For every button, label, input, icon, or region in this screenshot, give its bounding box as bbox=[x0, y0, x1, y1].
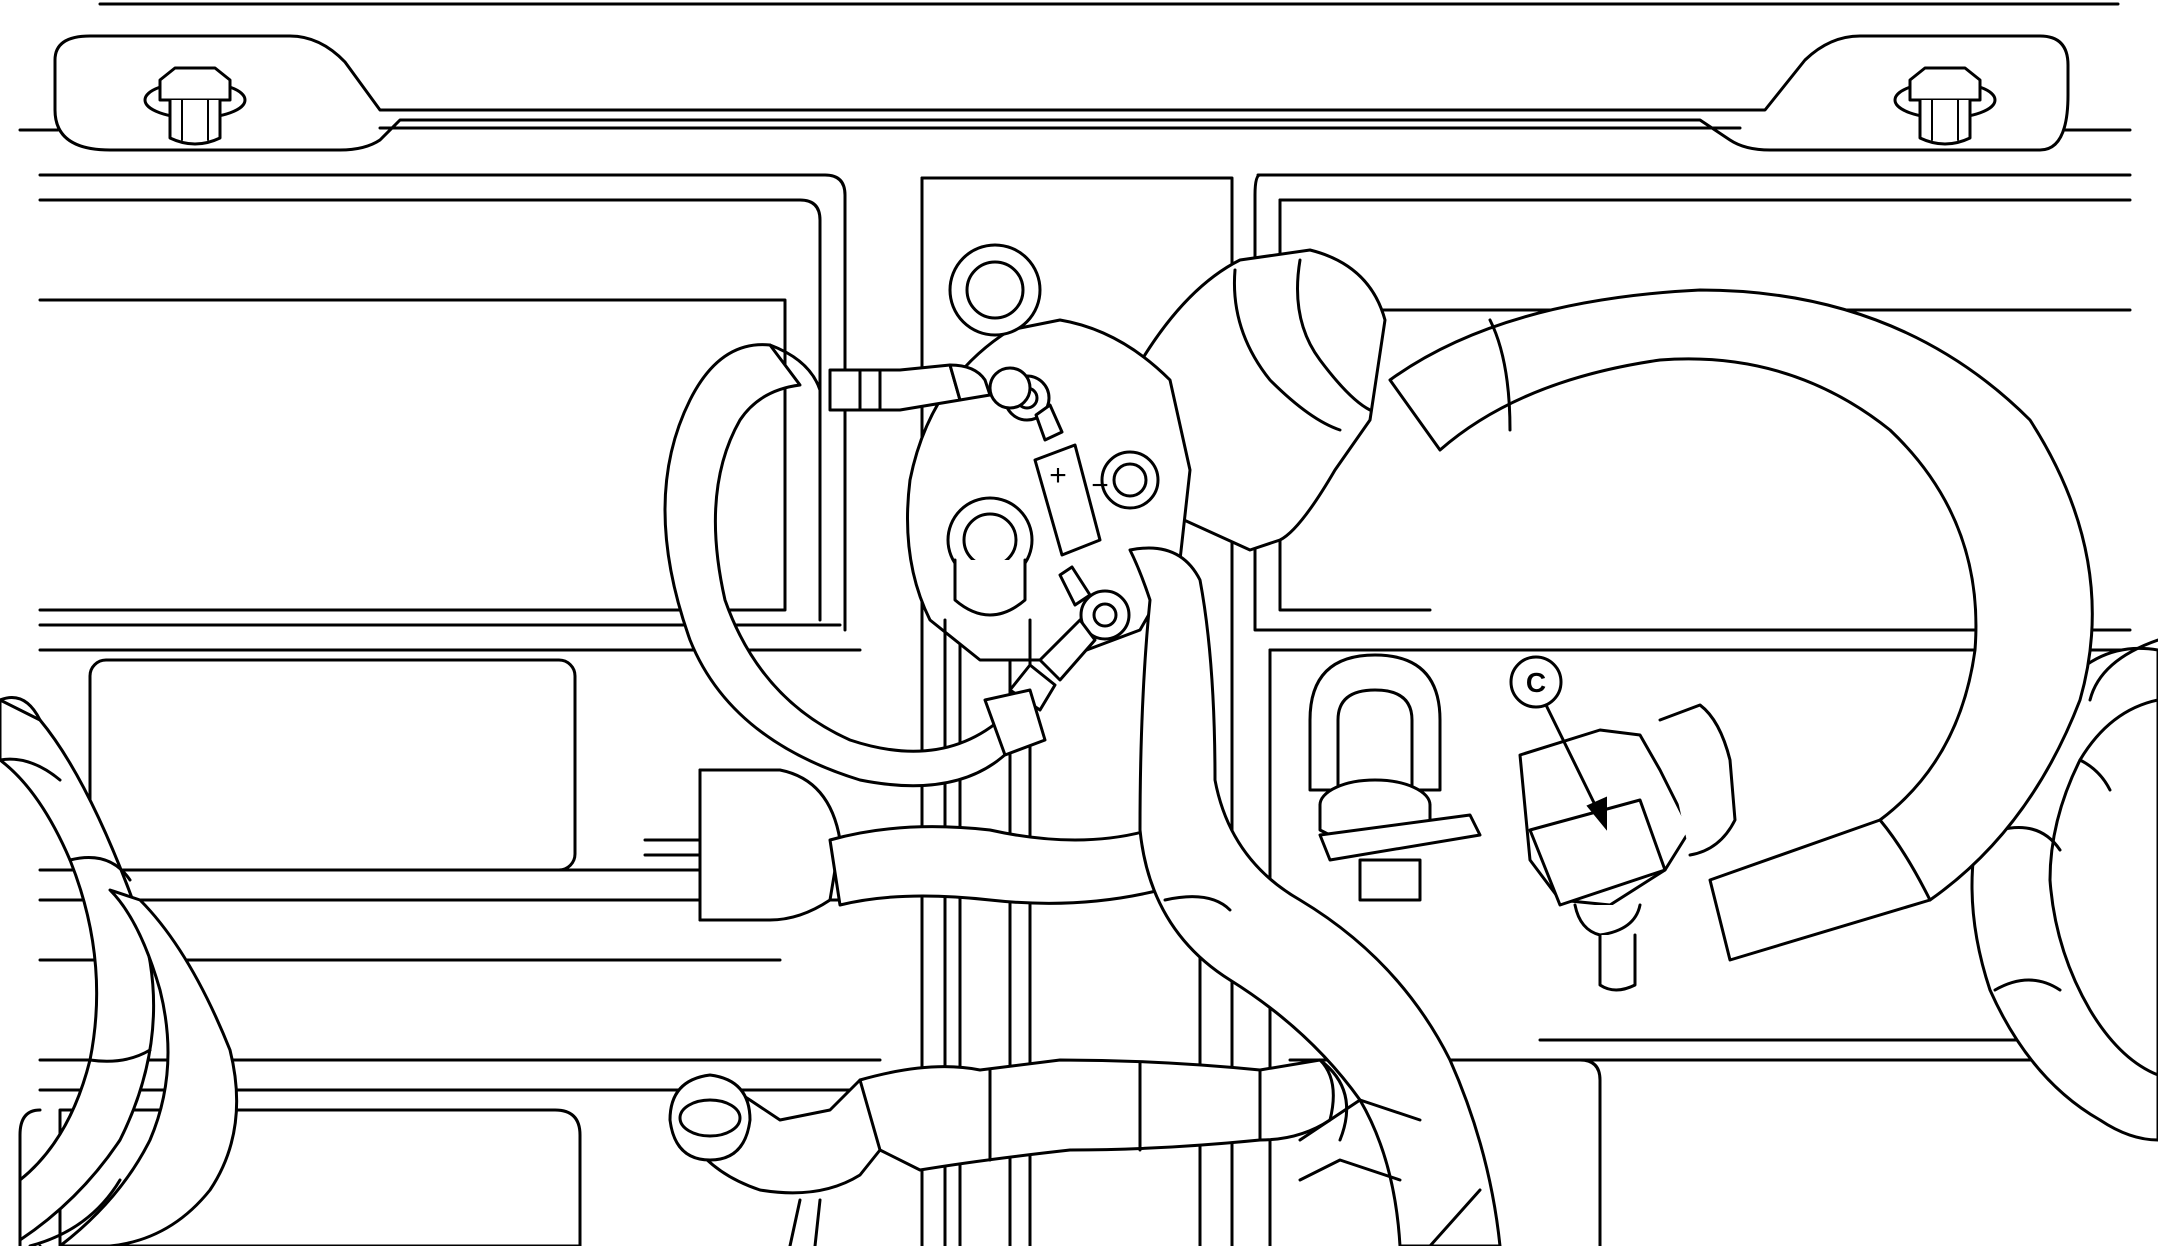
right-terminal-stud bbox=[1308, 653, 1482, 902]
lower-harness-ring-terminal bbox=[668, 1058, 1349, 1248]
callout-c-label: C bbox=[1526, 667, 1546, 698]
upper-mounting-bracket bbox=[18, 34, 2132, 152]
callout-c: C bbox=[1509, 655, 1607, 831]
battery-housing-outlines bbox=[38, 173, 2132, 1248]
right-main-harness-loop bbox=[1388, 288, 2094, 962]
sensor-connector bbox=[1518, 703, 1737, 992]
right-battery-cell-lower bbox=[1288, 1058, 1602, 1248]
sense-wire-connector bbox=[828, 363, 1032, 412]
right-mounting-bolt bbox=[1893, 66, 1997, 146]
fuse-positive-mark: + bbox=[1049, 459, 1067, 492]
left-mounting-bolt bbox=[143, 66, 247, 146]
lower-center-bracket bbox=[1298, 1098, 1482, 1248]
lower-left-connector bbox=[643, 768, 842, 922]
middle-harness bbox=[828, 825, 1162, 907]
left-harness-loop bbox=[663, 343, 1047, 788]
fuse-link: + − bbox=[1003, 374, 1131, 712]
fuse-negative-mark: − bbox=[1091, 469, 1109, 502]
left-battery-cell-upper bbox=[88, 658, 577, 872]
